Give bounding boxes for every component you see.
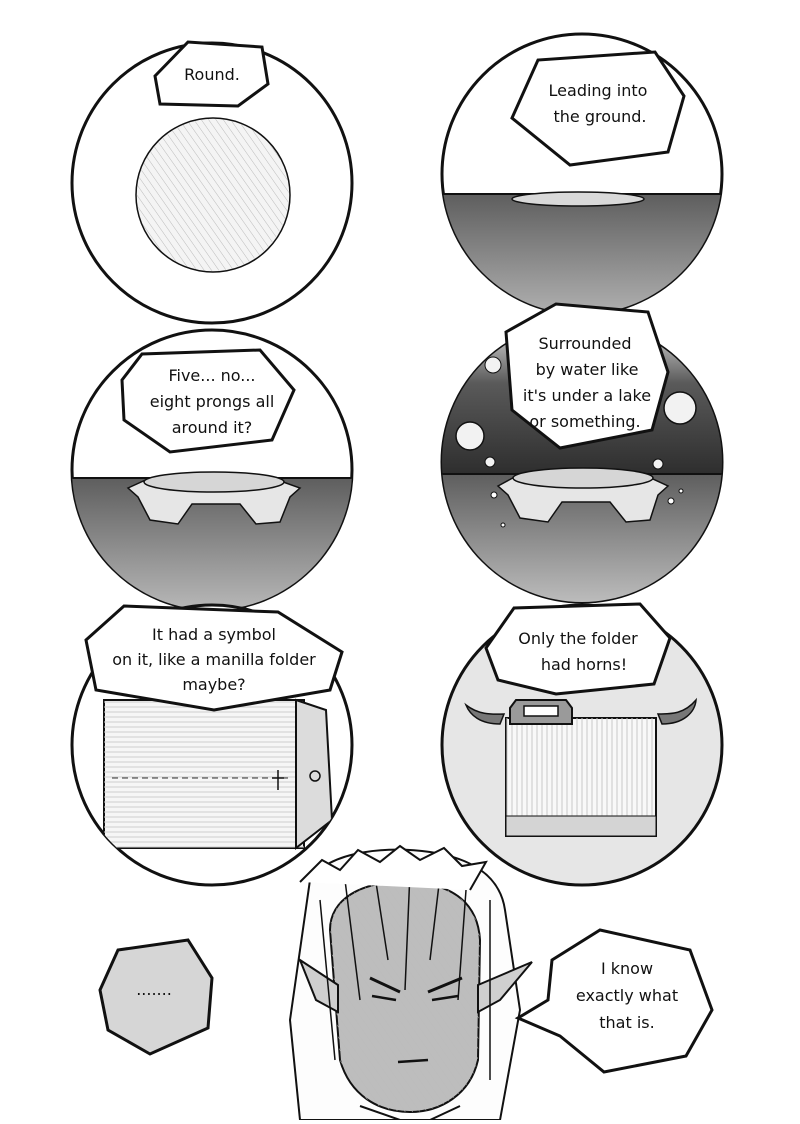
ground-portal xyxy=(511,191,645,207)
round-portal-shading xyxy=(137,119,289,271)
speech-bubble xyxy=(120,348,296,454)
bubble-text-line: Five... no... xyxy=(168,366,255,385)
speech-bubble xyxy=(98,938,214,1056)
bubble-text-line: eight prongs all xyxy=(150,392,275,411)
panel-prongs: Five... no... eight prongs all around it… xyxy=(70,328,354,612)
know-bubble: I know exactly what that is. xyxy=(514,928,714,1074)
speech-bubble xyxy=(153,40,270,108)
bubble-text-line: maybe? xyxy=(182,675,245,694)
hair-spikes xyxy=(299,844,488,891)
left-horn-icon xyxy=(464,702,506,725)
bubble-icon xyxy=(484,456,496,468)
bubble-icon xyxy=(455,421,485,451)
bubble-text-line: on it, like a manilla folder xyxy=(112,650,316,669)
eyebrows xyxy=(369,976,463,994)
speech-bubble xyxy=(504,302,670,450)
panel-horns: Only the folder had horns! xyxy=(440,602,724,887)
right-horn-icon xyxy=(656,697,697,725)
bubble-text-line: ....... xyxy=(136,980,172,999)
bubble-icon xyxy=(484,356,502,374)
speech-bubble xyxy=(514,928,714,1074)
bubble-text-line: I know xyxy=(601,959,653,978)
panel-ground: Leading into the ground. xyxy=(440,32,724,316)
eyes xyxy=(371,994,459,1002)
bubble-text-line: it's under a lake xyxy=(523,386,651,405)
panel-symbol: It had a symbol on it, like a manilla fo… xyxy=(70,603,354,887)
bubble-text-line: had horns! xyxy=(541,655,627,674)
clasp-icon xyxy=(309,770,321,782)
bubble-text-line: around it? xyxy=(172,418,253,437)
ellipsis-bubble: ....... xyxy=(98,938,214,1056)
bubble-text-line: It had a symbol xyxy=(152,625,276,644)
bubble-icon xyxy=(663,391,697,425)
bubble-icon xyxy=(652,458,664,470)
bubble-text-line: exactly what xyxy=(576,986,678,1005)
panel-water: Surrounded by water like it's under a la… xyxy=(440,302,724,604)
speech-bubble xyxy=(484,602,672,696)
lake-portal xyxy=(512,467,654,489)
bubble-text-line: Leading into xyxy=(549,81,648,100)
prong-portal xyxy=(143,471,285,493)
bubble-text-line: that is. xyxy=(599,1013,654,1032)
speech-bubble xyxy=(84,604,344,712)
bubble-text-line: Surrounded xyxy=(538,334,631,353)
bubble-text-line: the ground. xyxy=(553,107,646,126)
pointed-ear-icon xyxy=(477,961,533,1014)
speech-bubble xyxy=(510,50,686,167)
panel-round: Round. xyxy=(70,40,354,325)
character-elf xyxy=(288,848,533,1121)
bubble-text-line: Only the folder xyxy=(518,629,638,648)
bubble-text-line: Round. xyxy=(184,65,240,84)
pointed-ear-icon xyxy=(297,957,339,1014)
mouth xyxy=(397,1058,429,1064)
bubble-text-line: by water like xyxy=(536,360,639,379)
bubble-text-line: or something. xyxy=(529,412,640,431)
